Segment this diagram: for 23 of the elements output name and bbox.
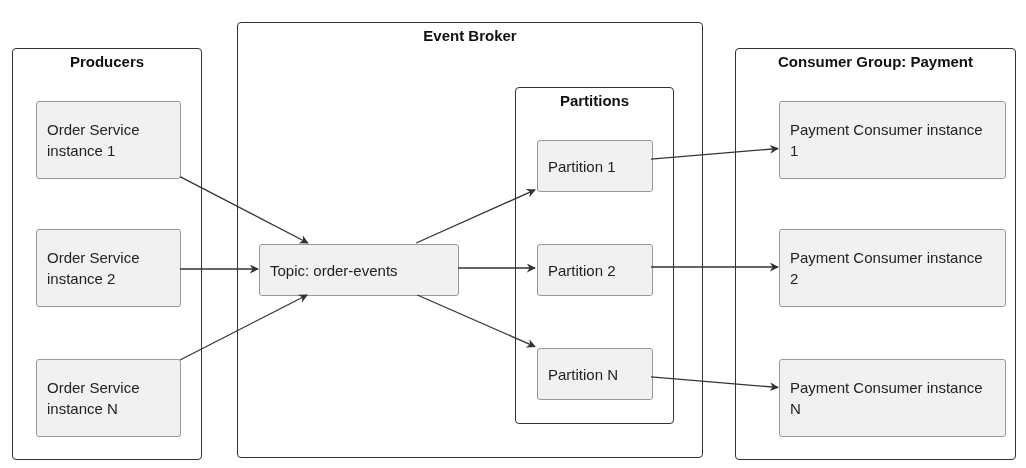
group-title: Producers: [69, 53, 145, 70]
arrow: [179, 264, 259, 274]
process-box: Partition 2: [537, 244, 653, 296]
group-title: Event Broker: [423, 27, 517, 44]
process-box: Payment Consumer instance N: [779, 359, 1006, 437]
arrow: [457, 263, 536, 273]
process-box: Order Service instance N: [36, 359, 181, 437]
process-box: Payment Consumer instance 2: [779, 229, 1006, 307]
process-box: Topic: order-events: [259, 244, 459, 296]
group-title: Consumer Group: Payment: [778, 53, 973, 70]
process-box: Partition 1: [537, 140, 653, 192]
group-frame: [735, 48, 1016, 460]
group-title: Partitions: [559, 92, 630, 109]
arrow: [179, 294, 308, 361]
process-box: Order Service instance 2: [36, 229, 181, 307]
process-box: Order Service instance 1: [36, 101, 181, 179]
arrow: [179, 175, 309, 244]
group-frame: [237, 22, 703, 458]
group-frame: [515, 87, 674, 424]
process-box: Payment Consumer instance 1: [779, 101, 1006, 179]
group-frame: [12, 48, 202, 460]
arrow: [415, 189, 536, 244]
process-box: Partition N: [537, 348, 653, 400]
